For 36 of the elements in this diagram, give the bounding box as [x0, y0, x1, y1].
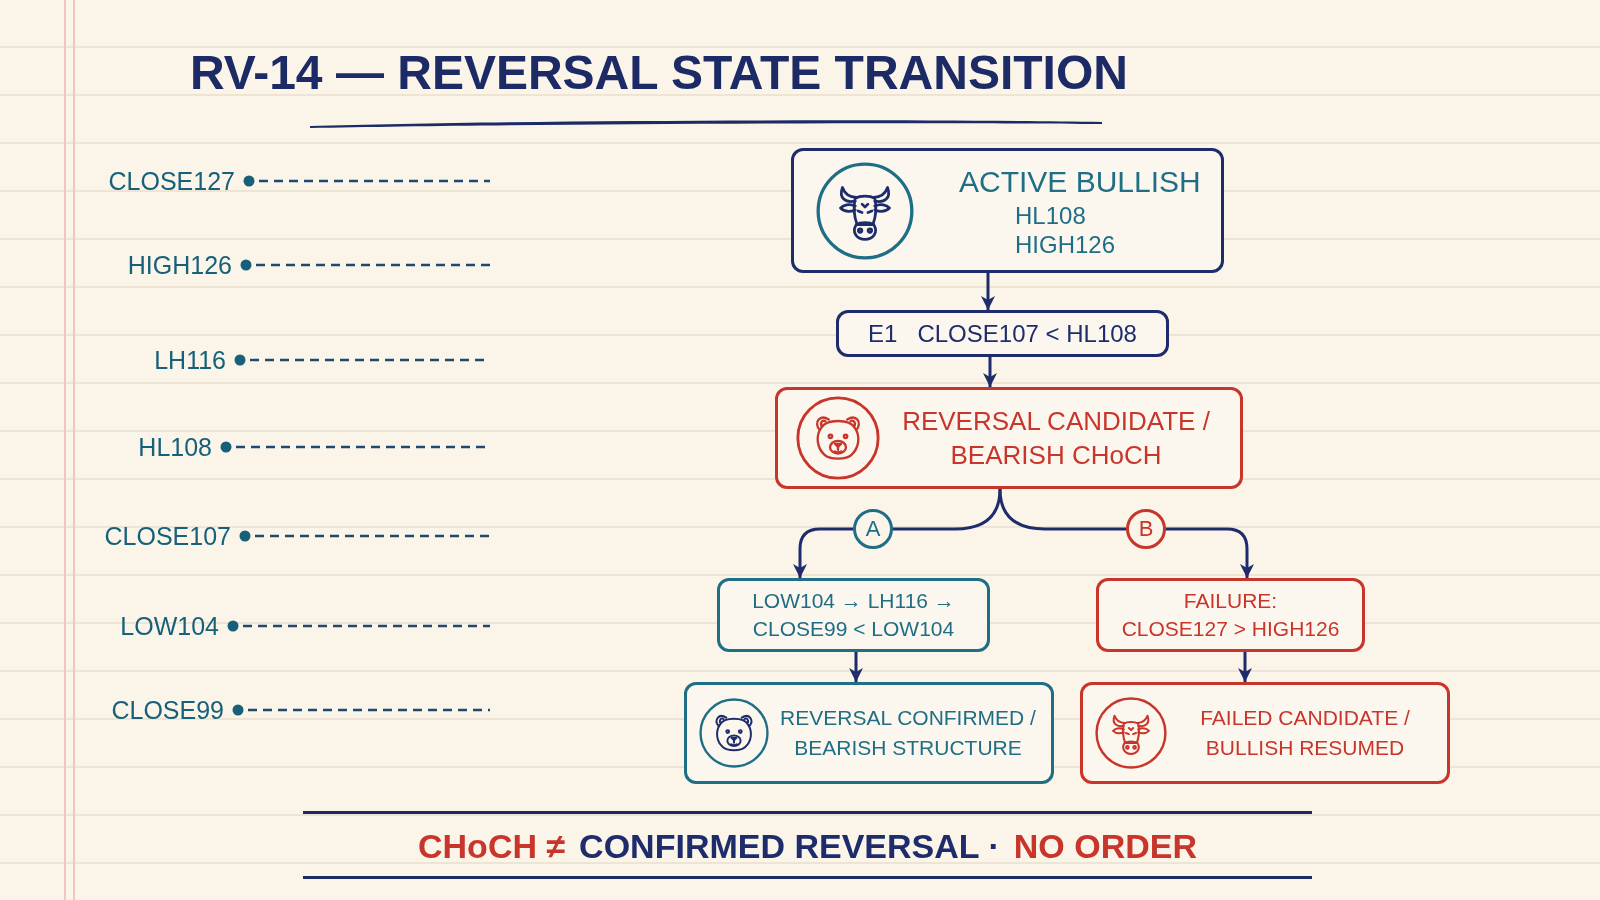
arrow — [998, 487, 1254, 580]
footer-note: CHoCH ≠ — [418, 826, 566, 867]
condition-text: FAILURE: — [1183, 588, 1278, 614]
footer-note: NO ORDER — [1013, 826, 1197, 867]
arrow — [983, 355, 997, 389]
state-box — [1080, 682, 1450, 784]
state-label: REVERSAL CONFIRMED / BEARISH STRUCTURE — [779, 705, 1037, 761]
level-label: CLOSE107 — [104, 521, 231, 551]
condition-text: CLOSE127 > HIGH126 — [1121, 616, 1340, 642]
level-label: LOW104 — [120, 611, 219, 641]
level-label: HIGH126 — [127, 250, 232, 280]
footer-note: CONFIRMED REVERSAL · — [579, 826, 1000, 867]
condition-box — [717, 578, 990, 652]
arrow — [849, 650, 863, 684]
state-value: HIGH126 — [1015, 229, 1116, 259]
state-box — [684, 682, 1054, 784]
state-box — [791, 148, 1224, 273]
state-label: FAILED CANDIDATE / BULLISH RESUMED — [1199, 705, 1411, 761]
level-label: CLOSE127 — [108, 166, 235, 196]
level-label: HL108 — [138, 432, 212, 462]
condition-box — [1096, 578, 1365, 652]
state-title: ACTIVE BULLISH — [959, 163, 1201, 200]
condition-text: LOW104 → LH116 → CLOSE99 < LOW104 — [751, 588, 956, 642]
edge-label: B — [1126, 509, 1166, 549]
arrow — [981, 271, 995, 312]
condition-text: E1 — [868, 318, 898, 349]
level-label: CLOSE99 — [111, 695, 224, 725]
level-label: LH116 — [154, 345, 226, 375]
condition-text: CLOSE107 < HL108 — [917, 318, 1137, 349]
state-value: HL108 — [1015, 200, 1086, 230]
state-box — [775, 387, 1243, 489]
edge-label: A — [853, 509, 893, 549]
state-label: REVERSAL CANDIDATE / BEARISH CHoCH — [901, 405, 1211, 472]
diagram-title: RV-14 — REVERSAL STATE TRANSITION — [190, 45, 1128, 101]
arrow — [1238, 650, 1252, 684]
condition-box — [836, 310, 1169, 357]
